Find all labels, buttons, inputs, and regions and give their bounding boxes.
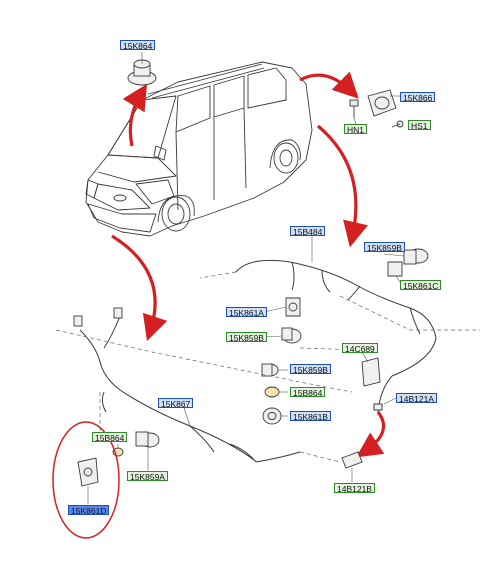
label-harness-right: 14B121A xyxy=(396,393,437,404)
screw-part xyxy=(391,120,404,128)
front-harness-wire xyxy=(79,315,301,463)
label-holder-top-right: 15K861C xyxy=(400,280,442,291)
label-ring-center: 15B864 xyxy=(290,387,326,398)
van-illustration xyxy=(85,61,313,237)
front-guide-lines xyxy=(55,329,353,463)
label-rear-harness: 15B484 xyxy=(290,226,326,237)
arrow-to-module xyxy=(299,71,359,99)
label-module-top-right: 15K866 xyxy=(400,92,436,103)
arrow-to-rear-harness xyxy=(316,124,369,248)
label-screw-hs1: HS1 xyxy=(408,120,431,131)
sensor-top-right-part xyxy=(403,248,429,265)
label-sensor-left-a: 15K859A xyxy=(127,471,168,482)
holder-top-right-part xyxy=(387,261,403,277)
arrow-to-buzzer xyxy=(122,83,148,147)
control-unit-part xyxy=(361,357,381,387)
label-control-unit: 14C689 xyxy=(342,343,378,354)
buzzer-part xyxy=(127,59,157,86)
label-sensor-center-b: 15K859B xyxy=(290,364,331,375)
holder-mid-a-part xyxy=(285,297,301,317)
rear-harness-wire xyxy=(235,259,437,377)
red-arrows xyxy=(111,71,386,458)
highlight-ring xyxy=(52,421,120,539)
sensor-left-a-part xyxy=(135,431,160,448)
leader-lines xyxy=(87,52,405,504)
label-ring-left: 15B864 xyxy=(92,432,128,443)
label-holder-left-d: 15K861D xyxy=(68,505,110,516)
sensor-center-b-part xyxy=(261,363,279,377)
harness-right-part xyxy=(373,375,393,413)
sensor-module-part xyxy=(367,89,397,117)
sensor-mid-b-part xyxy=(281,327,302,344)
label-holder-mid-a: 15K861A xyxy=(226,307,267,318)
label-connector-bottom: 14B121B xyxy=(334,483,375,494)
label-front-harness: 15K867 xyxy=(158,398,194,409)
holder-left-d-part xyxy=(77,457,99,487)
label-holder-center-b: 15K861B xyxy=(290,411,331,422)
label-buzzer-top: 15K864 xyxy=(120,40,156,51)
holder-center-b-part xyxy=(262,407,282,425)
arrow-to-connector xyxy=(356,411,386,458)
bolt-part xyxy=(349,99,359,118)
label-bolt-hn1: HN1 xyxy=(344,124,368,135)
label-sensor-mid-b: 15K859B xyxy=(226,332,267,343)
arrow-to-front-harness xyxy=(111,234,168,342)
connector-bottom-part xyxy=(341,451,363,469)
ring-center-part xyxy=(264,386,280,398)
label-sensor-top-right: 15K859B xyxy=(364,242,405,253)
front-harness-plugs xyxy=(73,307,123,327)
